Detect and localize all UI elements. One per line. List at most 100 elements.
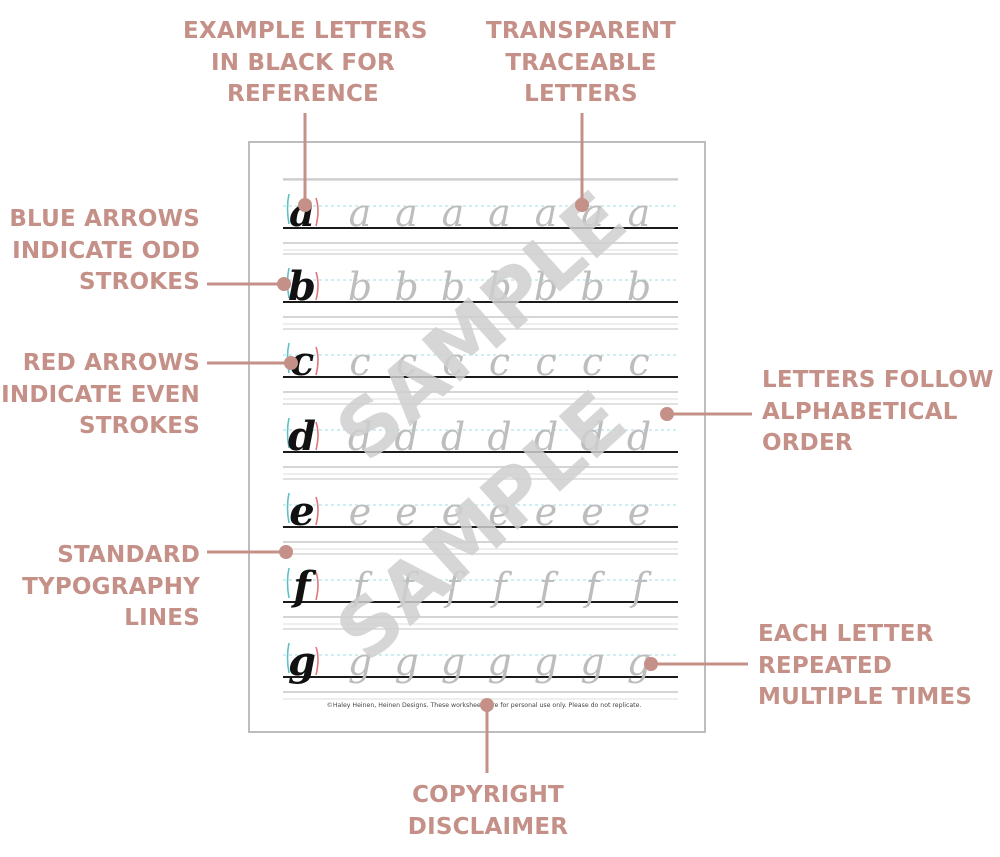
callout-transparent-letters: TRANSPARENT TRACEABLE LETTERS bbox=[470, 16, 692, 111]
callout-alphabetical-order: LETTERS FOLLOW ALPHABETICAL ORDER bbox=[762, 365, 994, 460]
callout-line: DISCLAIMER bbox=[407, 813, 569, 840]
callout-line: STROKES bbox=[78, 269, 200, 295]
trace-letter: d bbox=[487, 415, 511, 459]
callout-line: STROKES bbox=[78, 413, 200, 439]
trace-letter: e bbox=[581, 490, 604, 534]
trace-letter: a bbox=[349, 191, 372, 235]
callout-line: REPEATED bbox=[758, 652, 893, 679]
trace-letter: c bbox=[349, 340, 370, 384]
callout-line: STANDARD bbox=[57, 542, 200, 568]
callout-line: COPYRIGHT bbox=[412, 782, 564, 808]
trace-letter: d bbox=[348, 415, 372, 459]
trace-letter: e bbox=[535, 490, 558, 534]
trace-letter: d bbox=[441, 415, 465, 459]
leader-dot-blue bbox=[277, 277, 291, 291]
callout-line: TYPOGRAPHY bbox=[22, 573, 200, 600]
blue-arrow-icon bbox=[286, 567, 290, 599]
callout-line: TRACEABLE bbox=[505, 49, 657, 76]
trace-letter: a bbox=[442, 191, 465, 235]
trace-letter: g bbox=[487, 640, 511, 684]
leader-dot-typography bbox=[279, 545, 293, 559]
callout-line: INDICATE EVEN bbox=[1, 381, 200, 408]
trace-letter: d bbox=[394, 415, 418, 459]
callout-line: LINES bbox=[124, 605, 200, 631]
blue-arrow-icon bbox=[286, 642, 290, 674]
callout-blue-arrows: BLUE ARROWS INDICATE ODD STROKES bbox=[0, 204, 200, 299]
leader-dot-transparent bbox=[575, 198, 589, 212]
example-letter: b bbox=[288, 263, 316, 310]
trace-letter: b bbox=[627, 265, 651, 309]
trace-letter: g bbox=[580, 640, 604, 684]
example-letter: g bbox=[288, 638, 316, 685]
trace-letter: a bbox=[628, 191, 651, 235]
callout-line: EACH LETTER bbox=[758, 621, 934, 647]
trace-letter: b bbox=[487, 265, 511, 309]
trace-letter: e bbox=[442, 490, 465, 534]
red-arrow-icon bbox=[315, 421, 319, 451]
leader-dot-alphabetical bbox=[660, 407, 674, 421]
trace-letter: a bbox=[395, 191, 418, 235]
trace-letter: g bbox=[534, 640, 558, 684]
leader-dot-red bbox=[284, 356, 298, 370]
trace-letter: e bbox=[628, 490, 651, 534]
trace-letter: b bbox=[348, 265, 372, 309]
callout-line: MULTIPLE TIMES bbox=[758, 684, 973, 710]
trace-letter: c bbox=[396, 340, 417, 384]
trace-letter: g bbox=[348, 640, 372, 684]
trace-letter: c bbox=[628, 340, 649, 384]
red-arrow-icon bbox=[315, 646, 319, 676]
trace-letter: d bbox=[534, 415, 558, 459]
callout-line: ORDER bbox=[762, 430, 853, 456]
callout-line: EXAMPLE LETTERS bbox=[183, 18, 428, 44]
example-letter: d bbox=[288, 413, 316, 460]
trace-letter: d bbox=[580, 415, 604, 459]
blue-arrow-icon bbox=[286, 417, 290, 449]
trace-letter: c bbox=[582, 340, 603, 384]
leader-dot-repeated bbox=[644, 657, 658, 671]
example-letter: e bbox=[289, 488, 314, 535]
trace-letter: g bbox=[394, 640, 418, 684]
red-arrow-icon bbox=[315, 271, 319, 301]
trace-letter: c bbox=[535, 340, 556, 384]
callout-line: LETTERS FOLLOW bbox=[762, 367, 994, 393]
callout-line: INDICATE ODD bbox=[12, 237, 200, 264]
trace-letter: b bbox=[441, 265, 465, 309]
trace-letter: b bbox=[580, 265, 604, 309]
trace-letter: g bbox=[441, 640, 465, 684]
red-arrow-icon bbox=[315, 496, 319, 526]
trace-letter: b bbox=[534, 265, 558, 309]
example-letter: a bbox=[289, 189, 315, 236]
callout-line: TRANSPARENT bbox=[485, 18, 677, 44]
trace-letter: b bbox=[394, 265, 418, 309]
leader-dot-copyright bbox=[480, 698, 494, 712]
callout-line: RED ARROWS bbox=[22, 350, 200, 376]
callout-red-arrows: RED ARROWS INDICATE EVEN STROKES bbox=[0, 348, 200, 443]
callout-line: ALPHABETICAL bbox=[762, 398, 958, 425]
callout-line: REFERENCE bbox=[227, 81, 379, 107]
trace-letter: a bbox=[488, 191, 511, 235]
blue-arrow-icon bbox=[286, 193, 290, 225]
trace-letter: e bbox=[349, 490, 372, 534]
leader-dot-example bbox=[298, 198, 312, 212]
trace-letter: e bbox=[395, 490, 418, 534]
trace-letter: e bbox=[488, 490, 511, 534]
callout-line: IN BLACK FOR bbox=[211, 49, 395, 76]
red-arrow-icon bbox=[315, 571, 319, 601]
trace-letter: d bbox=[627, 415, 651, 459]
red-arrow-icon bbox=[315, 197, 319, 227]
callout-example-letters: EXAMPLE LETTERS IN BLACK FOR REFERENCE bbox=[183, 16, 428, 111]
callout-line: BLUE ARROWS bbox=[9, 206, 200, 232]
callout-repeated-letters: EACH LETTER REPEATED MULTIPLE TIMES bbox=[758, 619, 994, 714]
trace-letter: c bbox=[489, 340, 510, 384]
red-arrow-icon bbox=[315, 346, 319, 376]
worksheet-page bbox=[248, 141, 706, 733]
callout-typography-lines: STANDARD TYPOGRAPHY LINES bbox=[0, 540, 200, 635]
trace-letter: a bbox=[535, 191, 558, 235]
trace-letter: c bbox=[442, 340, 463, 384]
